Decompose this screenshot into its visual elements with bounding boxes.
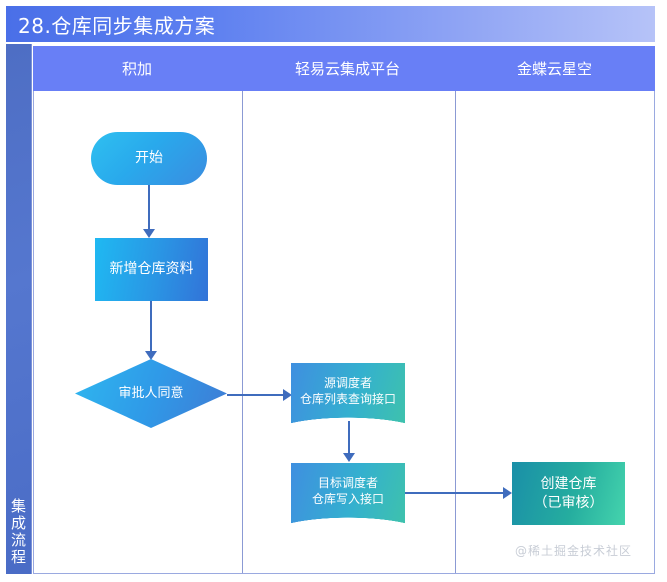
connector-approval-to-source [227,394,284,396]
connector-source-to-target [348,421,350,453]
lane-header-jindie: 金蝶云星空 [516,60,592,78]
arrow-source-to-target-icon [343,453,355,462]
connector-target-to-create [405,492,504,494]
node-approval-decision[interactable]: 审批人同意 [75,359,227,428]
lane-divider-1 [242,91,243,573]
node-target-scheduler[interactable]: 目标调度者 仓库写入接口 [291,463,405,528]
lane-header-qingyiyun: 轻易云集成平台 [294,60,400,78]
page-title: 28.仓库同步集成方案 [18,13,216,38]
node-create-warehouse[interactable]: 创建仓库 （已审核） [512,462,625,525]
arrow-target-to-create-icon [503,487,512,499]
flow-canvas: 开始 新增仓库资料 审批人同意 源调度者 仓库列表查询接口 目标调度者 仓库写入… [33,91,655,574]
arrow-add-to-approval-icon [145,351,157,360]
arrow-start-to-add-icon [143,229,155,238]
sidebar-band: 集成流程 [6,44,32,574]
node-start[interactable]: 开始 [91,132,207,185]
lane-divider-2 [455,91,456,573]
connector-add-to-approval [150,301,152,351]
node-source-scheduler[interactable]: 源调度者 仓库列表查询接口 [291,363,405,428]
title-bar: 28.仓库同步集成方案 [6,6,655,42]
watermark: @稀土掘金技术社区 [514,544,632,558]
sidebar-label: 集成流程 [9,498,27,566]
lane-header-row: 积加 轻易云集成平台 金蝶云星空 [33,46,655,91]
connector-start-to-add [148,185,150,229]
lane-header-jijia: 积加 [121,60,152,78]
node-add-warehouse[interactable]: 新增仓库资料 [95,238,208,301]
arrow-approval-to-source-icon [283,389,292,401]
